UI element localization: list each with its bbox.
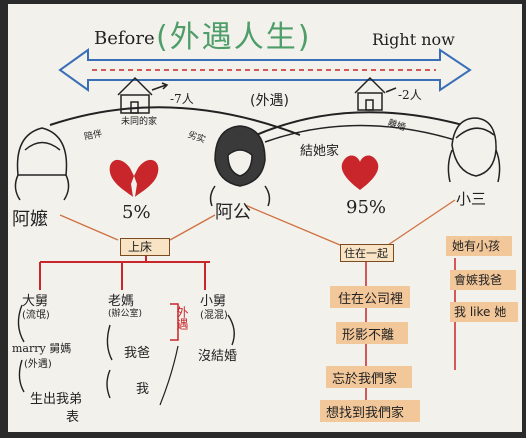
page-title: (外遇人生) <box>156 20 312 55</box>
right-note-3-bg <box>450 302 518 322</box>
affair-bracket <box>170 303 179 341</box>
broken-heart-icon <box>109 159 159 197</box>
center-note-4: 想找到我們家 <box>326 406 405 421</box>
center-note-3: 忘於我們家 <box>332 372 398 387</box>
center-note-2-bg <box>336 322 408 344</box>
right-arc-inner <box>264 124 456 143</box>
left-arc-label-2: 未同的家 <box>121 117 158 127</box>
center-note-4-bg <box>320 400 420 422</box>
child-1-note-4: 表 <box>66 410 80 425</box>
child-2-note-2: 我 <box>136 382 150 397</box>
father-name: 阿公 <box>215 202 251 223</box>
father-figure <box>209 125 271 207</box>
right-arc <box>244 111 481 141</box>
center-note-2: 形影不離 <box>342 328 395 343</box>
right-note-2: 會嫉我爸 <box>454 273 503 287</box>
right-house-count: -2人 <box>398 88 422 102</box>
connector-lines <box>59 199 456 246</box>
left-arc <box>49 106 301 136</box>
center-note-3-bg <box>326 366 412 388</box>
right-percent: 95% <box>346 197 387 218</box>
mother-name: 阿嬤 <box>12 209 48 230</box>
child-2-sub: (辦公室) <box>108 309 143 319</box>
heart-icon <box>341 155 379 190</box>
left-family-tree <box>39 252 210 290</box>
child-3-sub: (混混) <box>200 310 228 321</box>
child-1-note-1: marry 舅媽 <box>12 342 72 355</box>
child-1-sub: (流氓) <box>22 310 50 321</box>
left-percent: 5% <box>122 202 151 223</box>
right-house-icon <box>354 76 397 111</box>
right-note-3: 我 like 她 <box>454 305 507 319</box>
child-2-note-1: 我爸 <box>124 346 151 361</box>
left-house-count: -7人 <box>170 92 194 106</box>
left-hub-box <box>120 238 170 256</box>
mistress-name: 小三 <box>456 190 487 208</box>
center-note-1-bg <box>330 286 410 308</box>
child-1-note-3: 生出我弟 <box>30 392 83 407</box>
center-hub-label: 住在一起 <box>344 247 388 260</box>
right-arc-label-1: 結她家 <box>300 144 340 159</box>
right-now-label: Right now <box>372 30 455 49</box>
child-3-name: 小舅 <box>200 294 227 309</box>
center-note-1: 住在公司裡 <box>338 292 404 307</box>
right-note-1-bg <box>446 236 512 256</box>
left-hub-label: 上床 <box>128 240 153 254</box>
center-hub-box <box>340 244 394 262</box>
right-note-2-bg <box>450 270 516 290</box>
right-note-1: 她有小孩 <box>452 239 501 253</box>
child-2-name: 老媽 <box>108 294 135 309</box>
child-1-name: 大舅 <box>22 294 49 309</box>
child-1-note-2: (外遇) <box>24 359 52 370</box>
mistress-figure <box>447 117 501 183</box>
child-3-note-1: 沒結婚 <box>198 349 238 364</box>
affair-top-label: (外遇) <box>250 93 289 109</box>
left-house-icon <box>117 76 169 114</box>
father-affair-note: 外遇 <box>175 306 189 330</box>
before-label: Before <box>94 28 155 49</box>
mother-figure <box>14 127 70 201</box>
left-tree-arrows <box>17 304 235 406</box>
